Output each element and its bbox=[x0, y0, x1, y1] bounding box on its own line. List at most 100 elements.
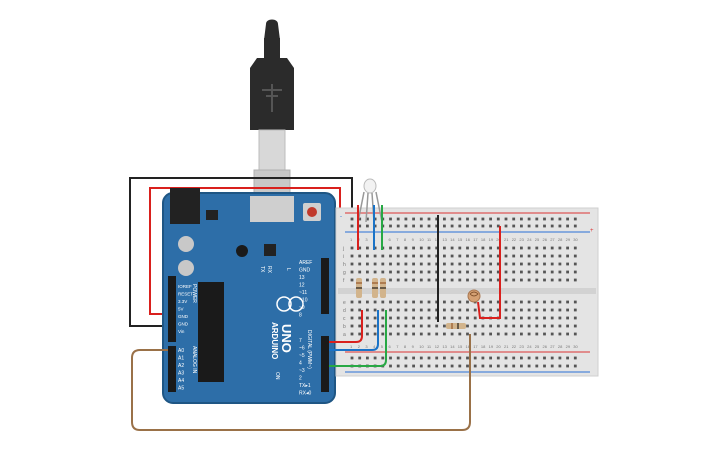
breadboard-hole[interactable] bbox=[558, 356, 562, 360]
breadboard-hole[interactable] bbox=[350, 332, 354, 336]
breadboard-hole[interactable] bbox=[412, 278, 415, 282]
breadboard-hole[interactable] bbox=[435, 224, 439, 228]
breadboard-hole[interactable] bbox=[496, 324, 500, 328]
arduino-uno-board[interactable]: ARDUINO UNO DIGITAL (PWM~) POWER ANALOG … bbox=[162, 188, 336, 404]
breadboard-hole[interactable] bbox=[381, 300, 385, 304]
breadboard-hole[interactable] bbox=[512, 246, 516, 250]
breadboard-hole[interactable] bbox=[366, 246, 369, 250]
breadboard-hole[interactable] bbox=[404, 217, 408, 221]
breadboard-hole[interactable] bbox=[435, 316, 439, 320]
breadboard-hole[interactable] bbox=[558, 324, 562, 328]
breadboard-hole[interactable] bbox=[419, 316, 423, 320]
breadboard-hole[interactable] bbox=[419, 364, 423, 368]
breadboard-hole[interactable] bbox=[412, 316, 415, 320]
breadboard-hole[interactable] bbox=[496, 217, 500, 221]
breadboard-hole[interactable] bbox=[481, 254, 485, 258]
breadboard-hole[interactable] bbox=[504, 316, 508, 320]
breadboard-hole[interactable] bbox=[350, 324, 354, 328]
breadboard-hole[interactable] bbox=[404, 262, 408, 266]
breadboard-hole[interactable] bbox=[381, 316, 385, 320]
breadboard-hole[interactable] bbox=[389, 364, 392, 368]
breadboard-hole[interactable] bbox=[520, 262, 523, 266]
breadboard-hole[interactable] bbox=[543, 254, 546, 258]
breadboard-hole[interactable] bbox=[396, 364, 400, 368]
breadboard-hole[interactable] bbox=[512, 332, 516, 336]
breadboard-hole[interactable] bbox=[404, 300, 408, 304]
breadboard-hole[interactable] bbox=[466, 356, 469, 360]
breadboard-hole[interactable] bbox=[396, 308, 400, 312]
breadboard-hole[interactable] bbox=[520, 324, 523, 328]
breadboard-hole[interactable] bbox=[496, 246, 500, 250]
breadboard-hole[interactable] bbox=[543, 262, 546, 266]
breadboard-hole[interactable] bbox=[458, 308, 462, 312]
breadboard-hole[interactable] bbox=[489, 324, 492, 328]
breadboard-hole[interactable] bbox=[496, 224, 500, 228]
breadboard-hole[interactable] bbox=[573, 262, 577, 266]
breadboard-hole[interactable] bbox=[489, 278, 492, 282]
breadboard-hole[interactable] bbox=[512, 316, 516, 320]
breadboard-hole[interactable] bbox=[550, 278, 554, 282]
breadboard-hole[interactable] bbox=[473, 278, 477, 282]
breadboard-hole[interactable] bbox=[573, 300, 577, 304]
breadboard-hole[interactable] bbox=[573, 364, 577, 368]
breadboard-hole[interactable] bbox=[389, 262, 392, 266]
breadboard-hole[interactable] bbox=[366, 278, 369, 282]
breadboard-hole[interactable] bbox=[504, 278, 508, 282]
breadboard-hole[interactable] bbox=[396, 324, 400, 328]
breadboard-hole[interactable] bbox=[358, 224, 362, 228]
breadboard-hole[interactable] bbox=[404, 316, 408, 320]
breadboard-hole[interactable] bbox=[458, 316, 462, 320]
breadboard-hole[interactable] bbox=[504, 300, 508, 304]
breadboard-hole[interactable] bbox=[412, 332, 415, 336]
breadboard-hole[interactable] bbox=[543, 224, 546, 228]
breadboard-hole[interactable] bbox=[489, 254, 492, 258]
breadboard-hole[interactable] bbox=[450, 246, 454, 250]
breadboard-hole[interactable] bbox=[389, 278, 392, 282]
breadboard-hole[interactable] bbox=[443, 262, 446, 266]
breadboard-hole[interactable] bbox=[435, 308, 439, 312]
photoresistor[interactable] bbox=[467, 289, 481, 303]
breadboard-hole[interactable] bbox=[404, 364, 408, 368]
breadboard-hole[interactable] bbox=[466, 332, 469, 336]
breadboard-hole[interactable] bbox=[473, 224, 477, 228]
breadboard-hole[interactable] bbox=[566, 262, 569, 266]
breadboard-hole[interactable] bbox=[419, 300, 423, 304]
breadboard-hole[interactable] bbox=[350, 308, 354, 312]
breadboard-hole[interactable] bbox=[443, 364, 446, 368]
breadboard-hole[interactable] bbox=[350, 300, 354, 304]
breadboard-hole[interactable] bbox=[550, 217, 554, 221]
breadboard-hole[interactable] bbox=[481, 332, 485, 336]
breadboard-hole[interactable] bbox=[396, 278, 400, 282]
breadboard-hole[interactable] bbox=[535, 270, 539, 274]
breadboard-hole[interactable] bbox=[450, 217, 454, 221]
breadboard-hole[interactable] bbox=[489, 364, 492, 368]
breadboard-hole[interactable] bbox=[496, 356, 500, 360]
breadboard-hole[interactable] bbox=[512, 308, 516, 312]
breadboard-hole[interactable] bbox=[558, 316, 562, 320]
breadboard-hole[interactable] bbox=[389, 332, 392, 336]
breadboard-hole[interactable] bbox=[527, 278, 531, 282]
breadboard-hole[interactable] bbox=[450, 356, 454, 360]
breadboard-hole[interactable] bbox=[496, 270, 500, 274]
breadboard-hole[interactable] bbox=[527, 308, 531, 312]
breadboard-hole[interactable] bbox=[366, 332, 369, 336]
breadboard-hole[interactable] bbox=[550, 364, 554, 368]
usb-cable[interactable] bbox=[250, 19, 294, 197]
breadboard-hole[interactable] bbox=[396, 300, 400, 304]
breadboard-hole[interactable] bbox=[350, 278, 354, 282]
breadboard-hole[interactable] bbox=[443, 224, 446, 228]
breadboard-hole[interactable] bbox=[550, 262, 554, 266]
breadboard-hole[interactable] bbox=[527, 224, 531, 228]
breadboard-hole[interactable] bbox=[443, 254, 446, 258]
breadboard-hole[interactable] bbox=[443, 324, 446, 328]
breadboard-hole[interactable] bbox=[558, 270, 562, 274]
breadboard-hole[interactable] bbox=[389, 224, 392, 228]
breadboard-hole[interactable] bbox=[350, 217, 354, 221]
breadboard-hole[interactable] bbox=[450, 364, 454, 368]
breadboard-hole[interactable] bbox=[527, 262, 531, 266]
breadboard-hole[interactable] bbox=[412, 224, 415, 228]
breadboard-hole[interactable] bbox=[520, 356, 523, 360]
breadboard-hole[interactable] bbox=[527, 217, 531, 221]
breadboard-hole[interactable] bbox=[489, 332, 492, 336]
breadboard-hole[interactable] bbox=[350, 224, 354, 228]
